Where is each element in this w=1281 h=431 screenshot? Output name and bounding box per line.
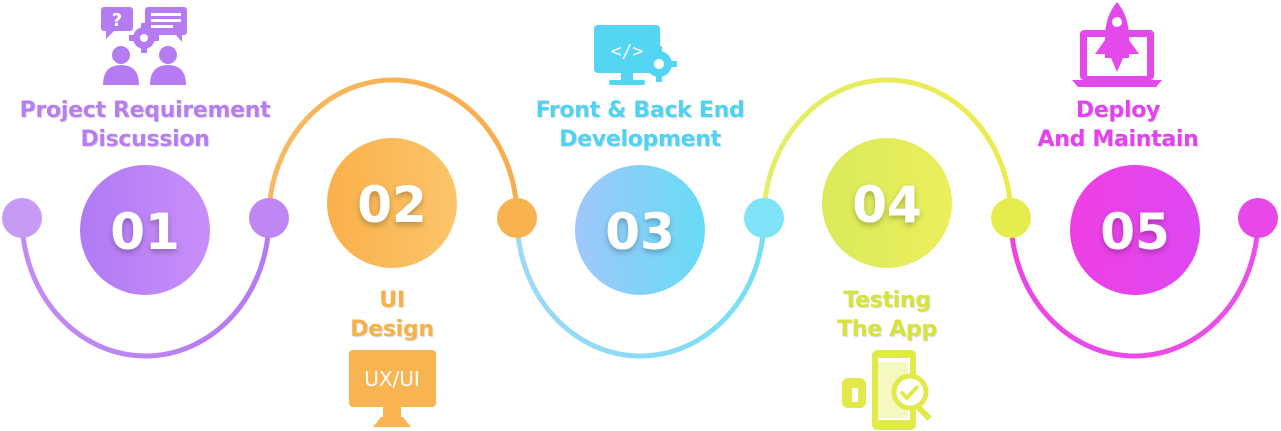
step-number-02: 02 [357, 176, 427, 234]
step-title-03: Front & Back End Development [510, 96, 770, 154]
discussion-people-gear-icon: ? [101, 7, 187, 85]
phone-checklist-icon [842, 350, 932, 430]
svg-text:?: ? [112, 10, 122, 31]
step-title-01-line1: Project Requirement [19, 98, 271, 123]
step-title-05-line1: Deploy [1075, 98, 1161, 123]
step-title-03-line2: Development [559, 127, 721, 152]
step-title-05-line2: And Maintain [1037, 127, 1199, 152]
step-number-05: 05 [1100, 203, 1170, 261]
step-title-04-line2: The App [837, 317, 937, 342]
step-title-04: Testing The App [787, 286, 987, 344]
ux-ui-text: UX/UI [364, 367, 420, 391]
connector-arc-2 [266, 77, 520, 219]
step-title-01-line2: Discussion [80, 127, 210, 152]
ux-ui-monitor-icon: UX/UI [349, 350, 436, 427]
connector-arc-4 [761, 77, 1014, 219]
connector-dot-1 [2, 198, 42, 238]
connector-arc-1 [19, 217, 272, 359]
svg-text:</>: </> [611, 41, 644, 62]
step-circle-05: 05 [1070, 165, 1200, 295]
step-circle-02: 02 [327, 138, 457, 268]
step-title-03-line1: Front & Back End [535, 98, 745, 123]
step-number-03: 03 [605, 203, 675, 261]
step-number-01: 01 [110, 203, 180, 261]
connector-arc-5 [1008, 217, 1261, 359]
step-title-02-line2: Design [350, 317, 434, 342]
step-circle-04: 04 [822, 138, 952, 268]
step-circle-01: 01 [80, 165, 210, 295]
step-title-02: UI Design [292, 286, 492, 344]
rocket-laptop-icon [1072, 2, 1162, 87]
connector-dot-2 [249, 198, 289, 238]
connector-dot-6 [1238, 198, 1278, 238]
step-title-02-line1: UI [379, 288, 405, 313]
connector-dot-5 [991, 198, 1031, 238]
code-monitor-gear-icon: </> [594, 25, 677, 85]
connector-arc-3 [514, 217, 767, 359]
connector-dot-4 [744, 198, 784, 238]
step-title-04-line1: Testing [843, 288, 931, 313]
step-title-05: Deploy And Maintain [1018, 96, 1218, 154]
connector-dot-3 [497, 198, 537, 238]
step-title-01: Project Requirement Discussion [5, 96, 285, 154]
step-number-04: 04 [852, 176, 922, 234]
step-circle-03: 03 [575, 165, 705, 295]
